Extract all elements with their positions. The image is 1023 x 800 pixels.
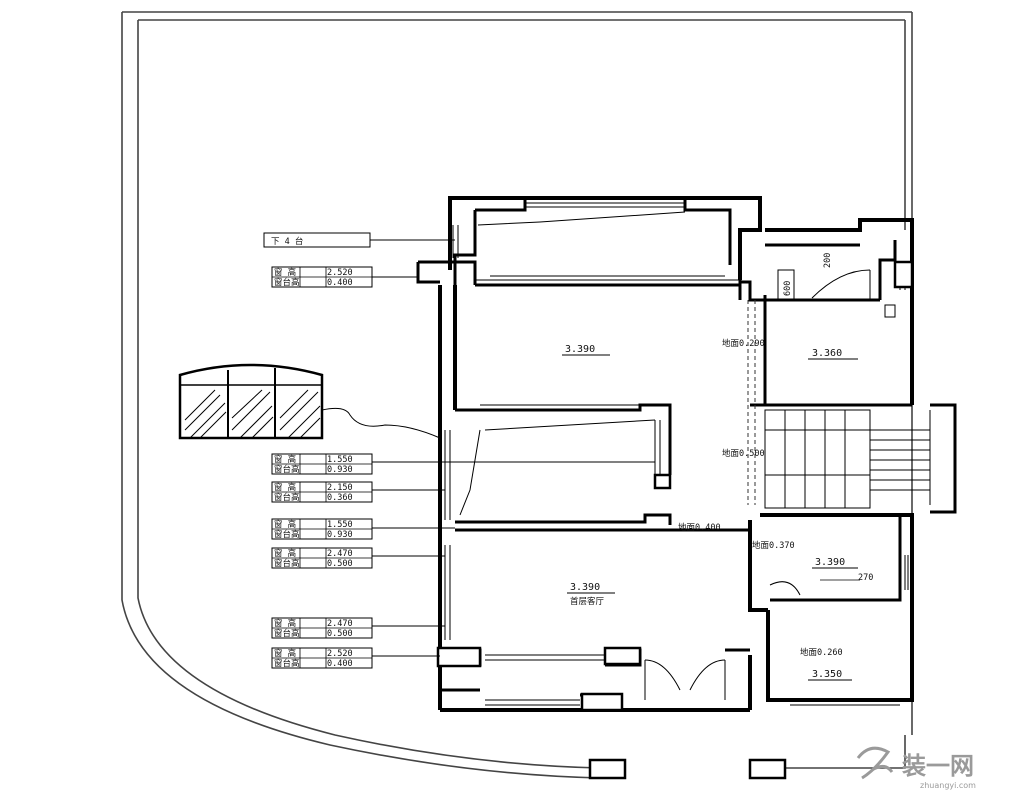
svg-text:2.470: 2.470 xyxy=(327,549,353,559)
svg-text:窗台高: 窗台高 xyxy=(274,628,300,639)
elev-room-right: 3.360 xyxy=(812,348,842,359)
svg-text:窗台高: 窗台高 xyxy=(274,558,300,569)
svg-text:2.520: 2.520 xyxy=(327,649,353,659)
watermark-logo-icon xyxy=(856,746,894,780)
svg-text:2.150: 2.150 xyxy=(327,483,353,493)
tag-1: 窗 高 2.520 窗台高 0.400 xyxy=(271,266,373,288)
tag-5: 窗 高 2.470 窗台高 0.500 xyxy=(271,547,373,569)
svg-text:2.520: 2.520 xyxy=(327,268,353,278)
svg-text:窗 高: 窗 高 xyxy=(274,454,296,465)
svg-text:窗 高: 窗 高 xyxy=(274,618,296,629)
dim-200: 200 xyxy=(823,253,833,268)
svg-text:窗台高: 窗台高 xyxy=(274,658,300,669)
elev-room-top: 3.390 xyxy=(565,344,595,355)
leader-lines xyxy=(370,211,686,657)
svg-text:窗台高: 窗台高 xyxy=(274,277,300,288)
tag-2: 窗 高 1.550 窗台高 0.930 xyxy=(271,453,373,475)
partitions xyxy=(416,198,957,712)
svg-text:0.500: 0.500 xyxy=(327,629,353,639)
svg-text:窗 高: 窗 高 xyxy=(274,482,296,493)
svg-text:0.360: 0.360 xyxy=(327,493,353,503)
elev-bath: 3.390 xyxy=(815,557,845,568)
window-elevation-sketch xyxy=(178,363,441,440)
dim-290: 地面0.290 xyxy=(722,338,765,349)
svg-text:窗 高: 窗 高 xyxy=(274,267,296,278)
svg-text:1.550: 1.550 xyxy=(327,520,353,530)
svg-text:窗台高: 窗台高 xyxy=(274,492,300,503)
elev-small-room: 3.350 xyxy=(812,669,842,680)
elev-room-mid: 3.390 xyxy=(570,582,600,593)
dim-500: 地面0.500 xyxy=(722,448,765,459)
tag-3: 窗 高 2.150 窗台高 0.360 xyxy=(271,481,373,503)
dim-270: 270 xyxy=(858,573,873,583)
watermark-url: zhuangyi.com xyxy=(920,781,976,790)
svg-text:0.930: 0.930 xyxy=(327,530,353,540)
room-labels: 3.390 3.390 首层客厅 3.360 3.390 3.350 地面0.2… xyxy=(562,253,873,681)
dim-400: 地面0.400 xyxy=(678,522,721,533)
watermark-text: 装一网 xyxy=(902,752,974,780)
svg-text:0.400: 0.400 xyxy=(327,278,353,288)
dim-260: 地面0.260 xyxy=(800,647,843,658)
tag-6: 窗 高 2.470 窗台高 0.500 xyxy=(271,617,373,639)
doors xyxy=(644,269,896,700)
watermark: 装一网 zhuangyi.com xyxy=(856,746,976,790)
svg-text:0.500: 0.500 xyxy=(327,559,353,569)
annotation-tags: 下 4 台 窗 高 2.520 窗台高 0.400 窗 高 1.550 窗台高 0.93… xyxy=(263,232,373,669)
column-blocks xyxy=(436,260,914,780)
corridor-dashes xyxy=(747,300,756,505)
svg-text:0.400: 0.400 xyxy=(327,659,353,669)
svg-text:窗台高: 窗台高 xyxy=(274,529,300,540)
dim-370: 地面0.370 xyxy=(752,540,795,551)
svg-text:0.930: 0.930 xyxy=(327,465,353,475)
room-mid-name: 首层客厅 xyxy=(570,596,605,607)
yard-boundary xyxy=(121,11,913,779)
svg-text:2.470: 2.470 xyxy=(327,619,353,629)
svg-text:窗 高: 窗 高 xyxy=(274,548,296,559)
staircase xyxy=(764,409,931,509)
svg-text:窗台高: 窗台高 xyxy=(274,464,300,475)
svg-text:1.550: 1.550 xyxy=(327,455,353,465)
dim-600: 600 xyxy=(783,281,793,296)
tag-4: 窗 高 1.550 窗台高 0.930 xyxy=(271,518,373,540)
building-walls xyxy=(438,196,914,712)
tag-7: 窗 高 2.520 窗台高 0.400 xyxy=(271,647,373,669)
svg-text:窗 高: 窗 高 xyxy=(274,648,296,659)
svg-text:窗 高: 窗 高 xyxy=(274,519,296,530)
tag-top-box: 下 4 台 xyxy=(271,236,303,247)
